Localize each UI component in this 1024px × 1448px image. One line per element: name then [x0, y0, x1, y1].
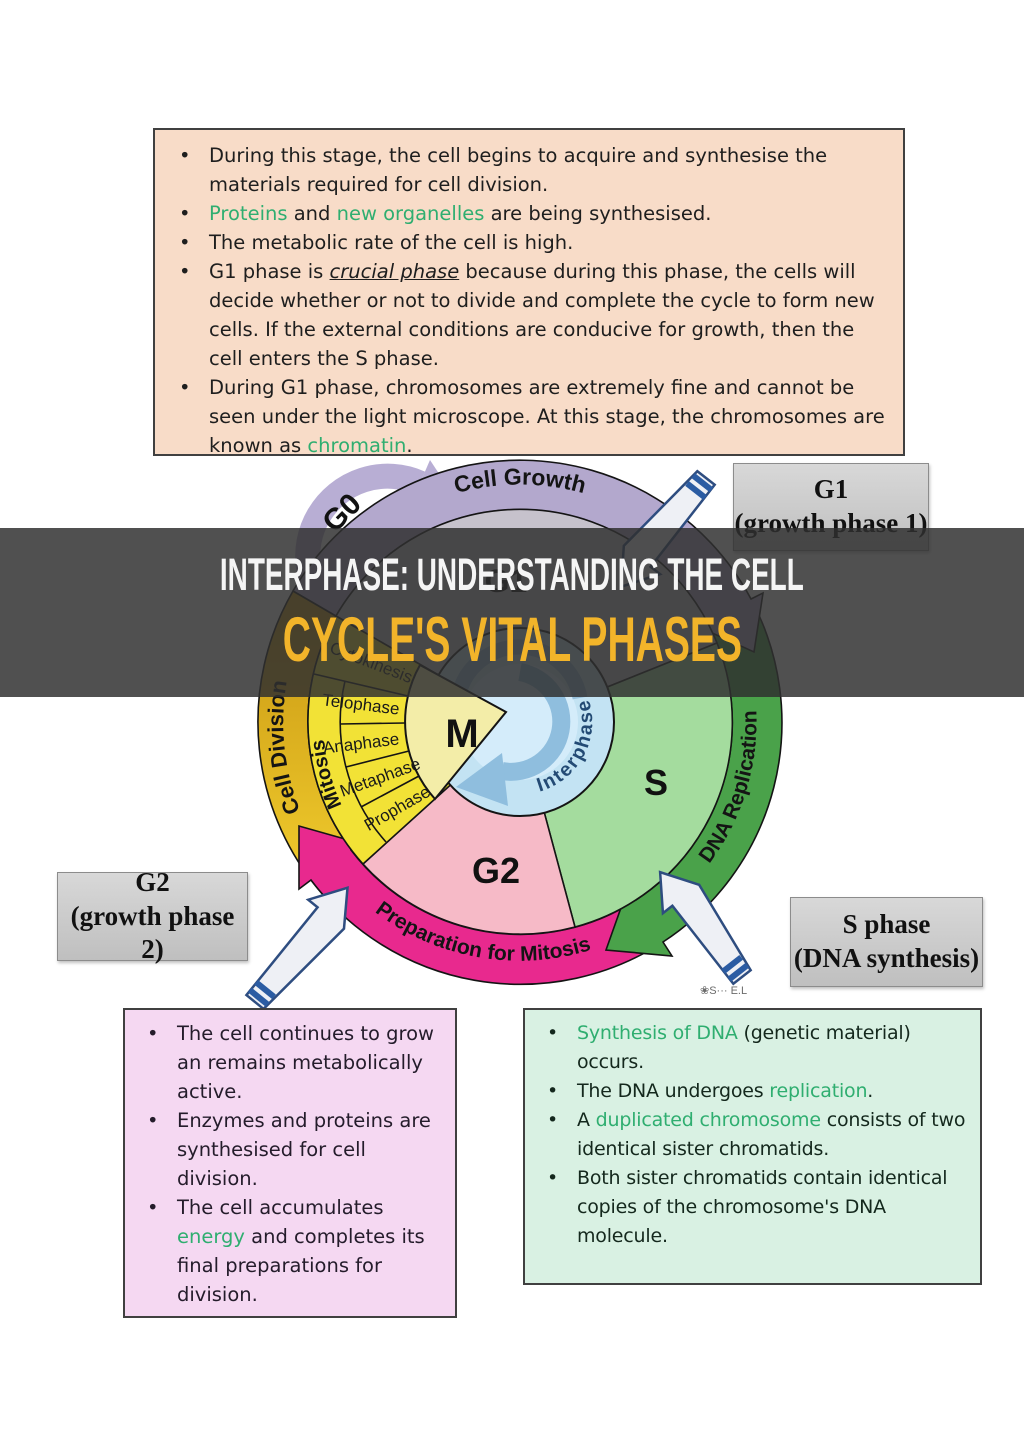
s-phase-box-title: S phase	[842, 909, 931, 940]
bullet-text: The cell continues to grow an remains me…	[177, 1022, 434, 1103]
bullet-text: During G1 phase, chromosomes are extreme…	[209, 376, 885, 457]
list-item: • Proteins and new organelles are being …	[171, 199, 895, 228]
list-item: • During G1 phase, chromosomes are extre…	[171, 373, 895, 460]
bullet-dot: •	[179, 231, 191, 254]
bullet-text: A duplicated chromosome consists of two …	[577, 1109, 966, 1160]
list-item: • Both sister chromatids contain identic…	[539, 1164, 978, 1251]
list-item: • Synthesis of DNA (genetic material) oc…	[539, 1019, 978, 1077]
list-item: • G1 phase is crucial phase because duri…	[171, 257, 895, 373]
bullet-text: During this stage, the cell begins to ac…	[209, 144, 828, 196]
title-line-2: CYCLE'S VITAL PHASES	[282, 605, 742, 675]
list-item: • The cell accumulates energy and comple…	[139, 1193, 453, 1309]
s-label: S	[644, 762, 668, 803]
s-phase-box-subtitle: (DNA synthesis)	[793, 943, 980, 973]
bullet-text: Both sister chromatids contain identical…	[577, 1167, 948, 1247]
bullet-dot: •	[147, 1109, 159, 1132]
bullet-dot: •	[547, 1080, 559, 1102]
g2-connector-arrow	[244, 886, 349, 1011]
g2-phase-box-subtitle: (growth phase 2)	[70, 900, 235, 965]
bullet-text: Synthesis of DNA (genetic material) occu…	[577, 1022, 911, 1073]
g2-phase-box: G2 (growth phase 2)	[57, 867, 248, 964]
list-item: • The metabolic rate of the cell is high…	[171, 228, 895, 257]
list-item: • A duplicated chromosome consists of tw…	[539, 1106, 978, 1164]
bullet-text: G1 phase is crucial phase because during…	[209, 260, 875, 370]
bullet-text: The DNA undergoes replication.	[577, 1080, 874, 1102]
list-item: • Enzymes and proteins are synthesised f…	[139, 1106, 453, 1193]
list-item: • During this stage, the cell begins to …	[171, 141, 895, 199]
bullet-dot: •	[179, 144, 191, 167]
bullet-dot: •	[147, 1022, 159, 1045]
title-banner: INTERPHASE: UNDERSTANDING THE CELL CYCLE…	[0, 528, 1024, 697]
bullet-dot: •	[547, 1109, 559, 1131]
m-label: M	[445, 712, 478, 756]
bullet-dot: •	[179, 202, 191, 225]
interphase-swirl-arrowhead	[456, 753, 508, 806]
bullet-text: Proteins and new organelles are being sy…	[209, 202, 712, 225]
g2-wedge-label: G2	[472, 850, 520, 891]
list-item: • The cell continues to grow an remains …	[139, 1019, 453, 1106]
bullet-text: The metabolic rate of the cell is high.	[209, 231, 574, 254]
bullet-dot: •	[179, 260, 191, 283]
title-line-1: INTERPHASE: UNDERSTANDING THE CELL	[220, 549, 804, 600]
watermark: ❀S··· E.L	[700, 985, 747, 997]
g1-info-panel: • During this stage, the cell begins to …	[153, 128, 905, 457]
s-info-panel: • Synthesis of DNA (genetic material) oc…	[523, 1008, 982, 1285]
g1-phase-box-title: G1	[813, 474, 849, 505]
list-item: • The DNA undergoes replication.	[539, 1077, 978, 1106]
bullet-text: Enzymes and proteins are synthesised for…	[177, 1109, 431, 1190]
g2-info-panel: • The cell continues to grow an remains …	[123, 1008, 457, 1318]
bullet-text: The cell accumulates energy and complete…	[177, 1196, 425, 1306]
bullet-dot: •	[547, 1167, 559, 1189]
s-connector-arrow	[658, 870, 753, 986]
g2-phase-box-title: G2	[135, 866, 170, 897]
bullet-dot: •	[147, 1196, 159, 1219]
bullet-dot: •	[179, 376, 191, 399]
s-phase-box: S phase (DNA synthesis)	[790, 897, 983, 987]
bullet-dot: •	[547, 1022, 559, 1044]
